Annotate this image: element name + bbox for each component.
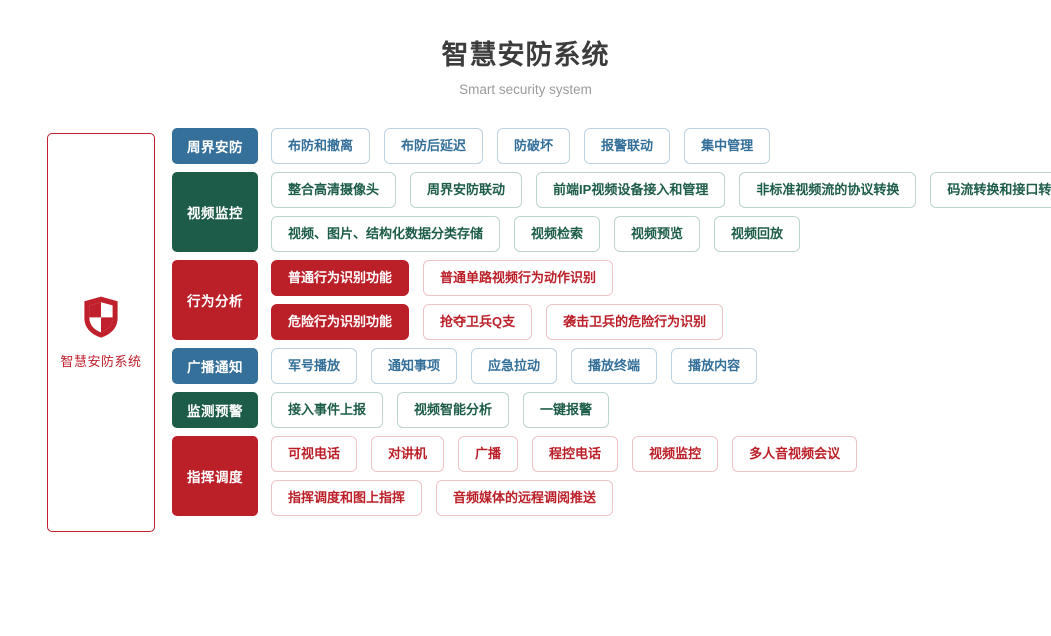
category-rows: 周界安防布防和撤离布防后延迟防破坏报警联动集中管理视频监控整合高清摄像头周界安防… xyxy=(172,128,1051,524)
feature-group: 军号播放通知事项应急拉动播放终端播放内容 xyxy=(271,348,1032,384)
feature-pill[interactable]: 一键报警 xyxy=(523,392,610,428)
feature-pill[interactable]: 视频预览 xyxy=(614,216,701,252)
feature-line: 普通行为识别功能普通单路视频行为动作识别 xyxy=(271,260,1032,296)
feature-pill[interactable]: 整合高清摄像头 xyxy=(271,172,397,208)
feature-pill[interactable]: 视频检索 xyxy=(514,216,601,252)
feature-pill[interactable]: 接入事件上报 xyxy=(271,392,384,428)
category-row: 广播通知军号播放通知事项应急拉动播放终端播放内容 xyxy=(172,348,1032,384)
feature-pill[interactable]: 布防后延迟 xyxy=(384,128,484,164)
feature-pill[interactable]: 程控电话 xyxy=(532,436,619,472)
feature-pill[interactable]: 广播 xyxy=(458,436,519,472)
category-block[interactable]: 监测预警 xyxy=(172,392,258,428)
feature-pill[interactable]: 袭击卫兵的危险行为识别 xyxy=(546,304,724,340)
feature-group: 普通行为识别功能普通单路视频行为动作识别危险行为识别功能抢夺卫兵Q支袭击卫兵的危… xyxy=(271,260,1032,340)
feature-pill[interactable]: 播放内容 xyxy=(671,348,758,384)
page-title: 智慧安防系统 xyxy=(441,40,610,70)
feature-pill[interactable]: 视频监控 xyxy=(632,436,719,472)
feature-pill[interactable]: 防破坏 xyxy=(497,128,571,164)
feature-pill[interactable]: 军号播放 xyxy=(271,348,358,384)
category-row: 指挥调度可视电话对讲机广播程控电话视频监控多人音视频会议指挥调度和图上指挥音频媒… xyxy=(172,436,1032,516)
feature-pill[interactable]: 视频智能分析 xyxy=(397,392,510,428)
feature-line: 接入事件上报视频智能分析一键报警 xyxy=(271,392,1032,428)
feature-pill[interactable]: 播放终端 xyxy=(571,348,658,384)
page-header: 智慧安防系统 Smart security system xyxy=(0,0,1051,98)
category-row: 行为分析普通行为识别功能普通单路视频行为动作识别危险行为识别功能抢夺卫兵Q支袭击… xyxy=(172,260,1032,340)
shield-icon xyxy=(84,296,118,338)
feature-pill[interactable]: 视频回放 xyxy=(714,216,801,252)
page-subtitle: Smart security system xyxy=(459,82,592,97)
feature-pill[interactable]: 报警联动 xyxy=(584,128,671,164)
feature-pill[interactable]: 布防和撤离 xyxy=(271,128,371,164)
category-row: 监测预警接入事件上报视频智能分析一键报警 xyxy=(172,392,1032,428)
feature-line: 整合高清摄像头周界安防联动前端IP视频设备接入和管理非标准视频流的协议转换码流转… xyxy=(271,172,1051,208)
feature-pill[interactable]: 音频媒体的远程调阅推送 xyxy=(436,480,614,516)
category-block[interactable]: 广播通知 xyxy=(172,348,258,384)
feature-line: 布防和撤离布防后延迟防破坏报警联动集中管理 xyxy=(271,128,1032,164)
feature-group: 布防和撤离布防后延迟防破坏报警联动集中管理 xyxy=(271,128,1032,164)
feature-pill[interactable]: 视频、图片、结构化数据分类存储 xyxy=(271,216,501,252)
feature-line: 危险行为识别功能抢夺卫兵Q支袭击卫兵的危险行为识别 xyxy=(271,304,1032,340)
feature-pill[interactable]: 危险行为识别功能 xyxy=(271,304,410,340)
feature-pill[interactable]: 非标准视频流的协议转换 xyxy=(739,172,917,208)
feature-pill[interactable]: 普通单路视频行为动作识别 xyxy=(423,260,614,296)
feature-group: 可视电话对讲机广播程控电话视频监控多人音视频会议指挥调度和图上指挥音频媒体的远程… xyxy=(271,436,1032,516)
feature-pill[interactable]: 周界安防联动 xyxy=(410,172,523,208)
feature-pill[interactable]: 应急拉动 xyxy=(471,348,558,384)
category-block[interactable]: 指挥调度 xyxy=(172,436,258,516)
feature-pill[interactable]: 可视电话 xyxy=(271,436,358,472)
feature-pill[interactable]: 通知事项 xyxy=(371,348,458,384)
brand-panel: 智慧安防系统 xyxy=(47,133,155,532)
feature-pill[interactable]: 指挥调度和图上指挥 xyxy=(271,480,423,516)
feature-pill[interactable]: 码流转换和接口转换 xyxy=(930,172,1051,208)
category-row: 视频监控整合高清摄像头周界安防联动前端IP视频设备接入和管理非标准视频流的协议转… xyxy=(172,172,1051,252)
feature-pill[interactable]: 抢夺卫兵Q支 xyxy=(423,304,533,340)
feature-pill[interactable]: 多人音视频会议 xyxy=(732,436,858,472)
feature-line: 视频、图片、结构化数据分类存储视频检索视频预览视频回放 xyxy=(271,216,1051,252)
category-block[interactable]: 周界安防 xyxy=(172,128,258,164)
feature-group: 整合高清摄像头周界安防联动前端IP视频设备接入和管理非标准视频流的协议转换码流转… xyxy=(271,172,1051,252)
feature-pill[interactable]: 前端IP视频设备接入和管理 xyxy=(536,172,726,208)
feature-line: 军号播放通知事项应急拉动播放终端播放内容 xyxy=(271,348,1032,384)
feature-pill[interactable]: 集中管理 xyxy=(684,128,771,164)
category-row: 周界安防布防和撤离布防后延迟防破坏报警联动集中管理 xyxy=(172,128,1032,164)
feature-pill[interactable]: 普通行为识别功能 xyxy=(271,260,410,296)
feature-line: 可视电话对讲机广播程控电话视频监控多人音视频会议 xyxy=(271,436,1032,472)
brand-label: 智慧安防系统 xyxy=(60,354,142,369)
category-block[interactable]: 行为分析 xyxy=(172,260,258,340)
feature-pill[interactable]: 对讲机 xyxy=(371,436,445,472)
feature-line: 指挥调度和图上指挥音频媒体的远程调阅推送 xyxy=(271,480,1032,516)
feature-group: 接入事件上报视频智能分析一键报警 xyxy=(271,392,1032,428)
category-block[interactable]: 视频监控 xyxy=(172,172,258,252)
